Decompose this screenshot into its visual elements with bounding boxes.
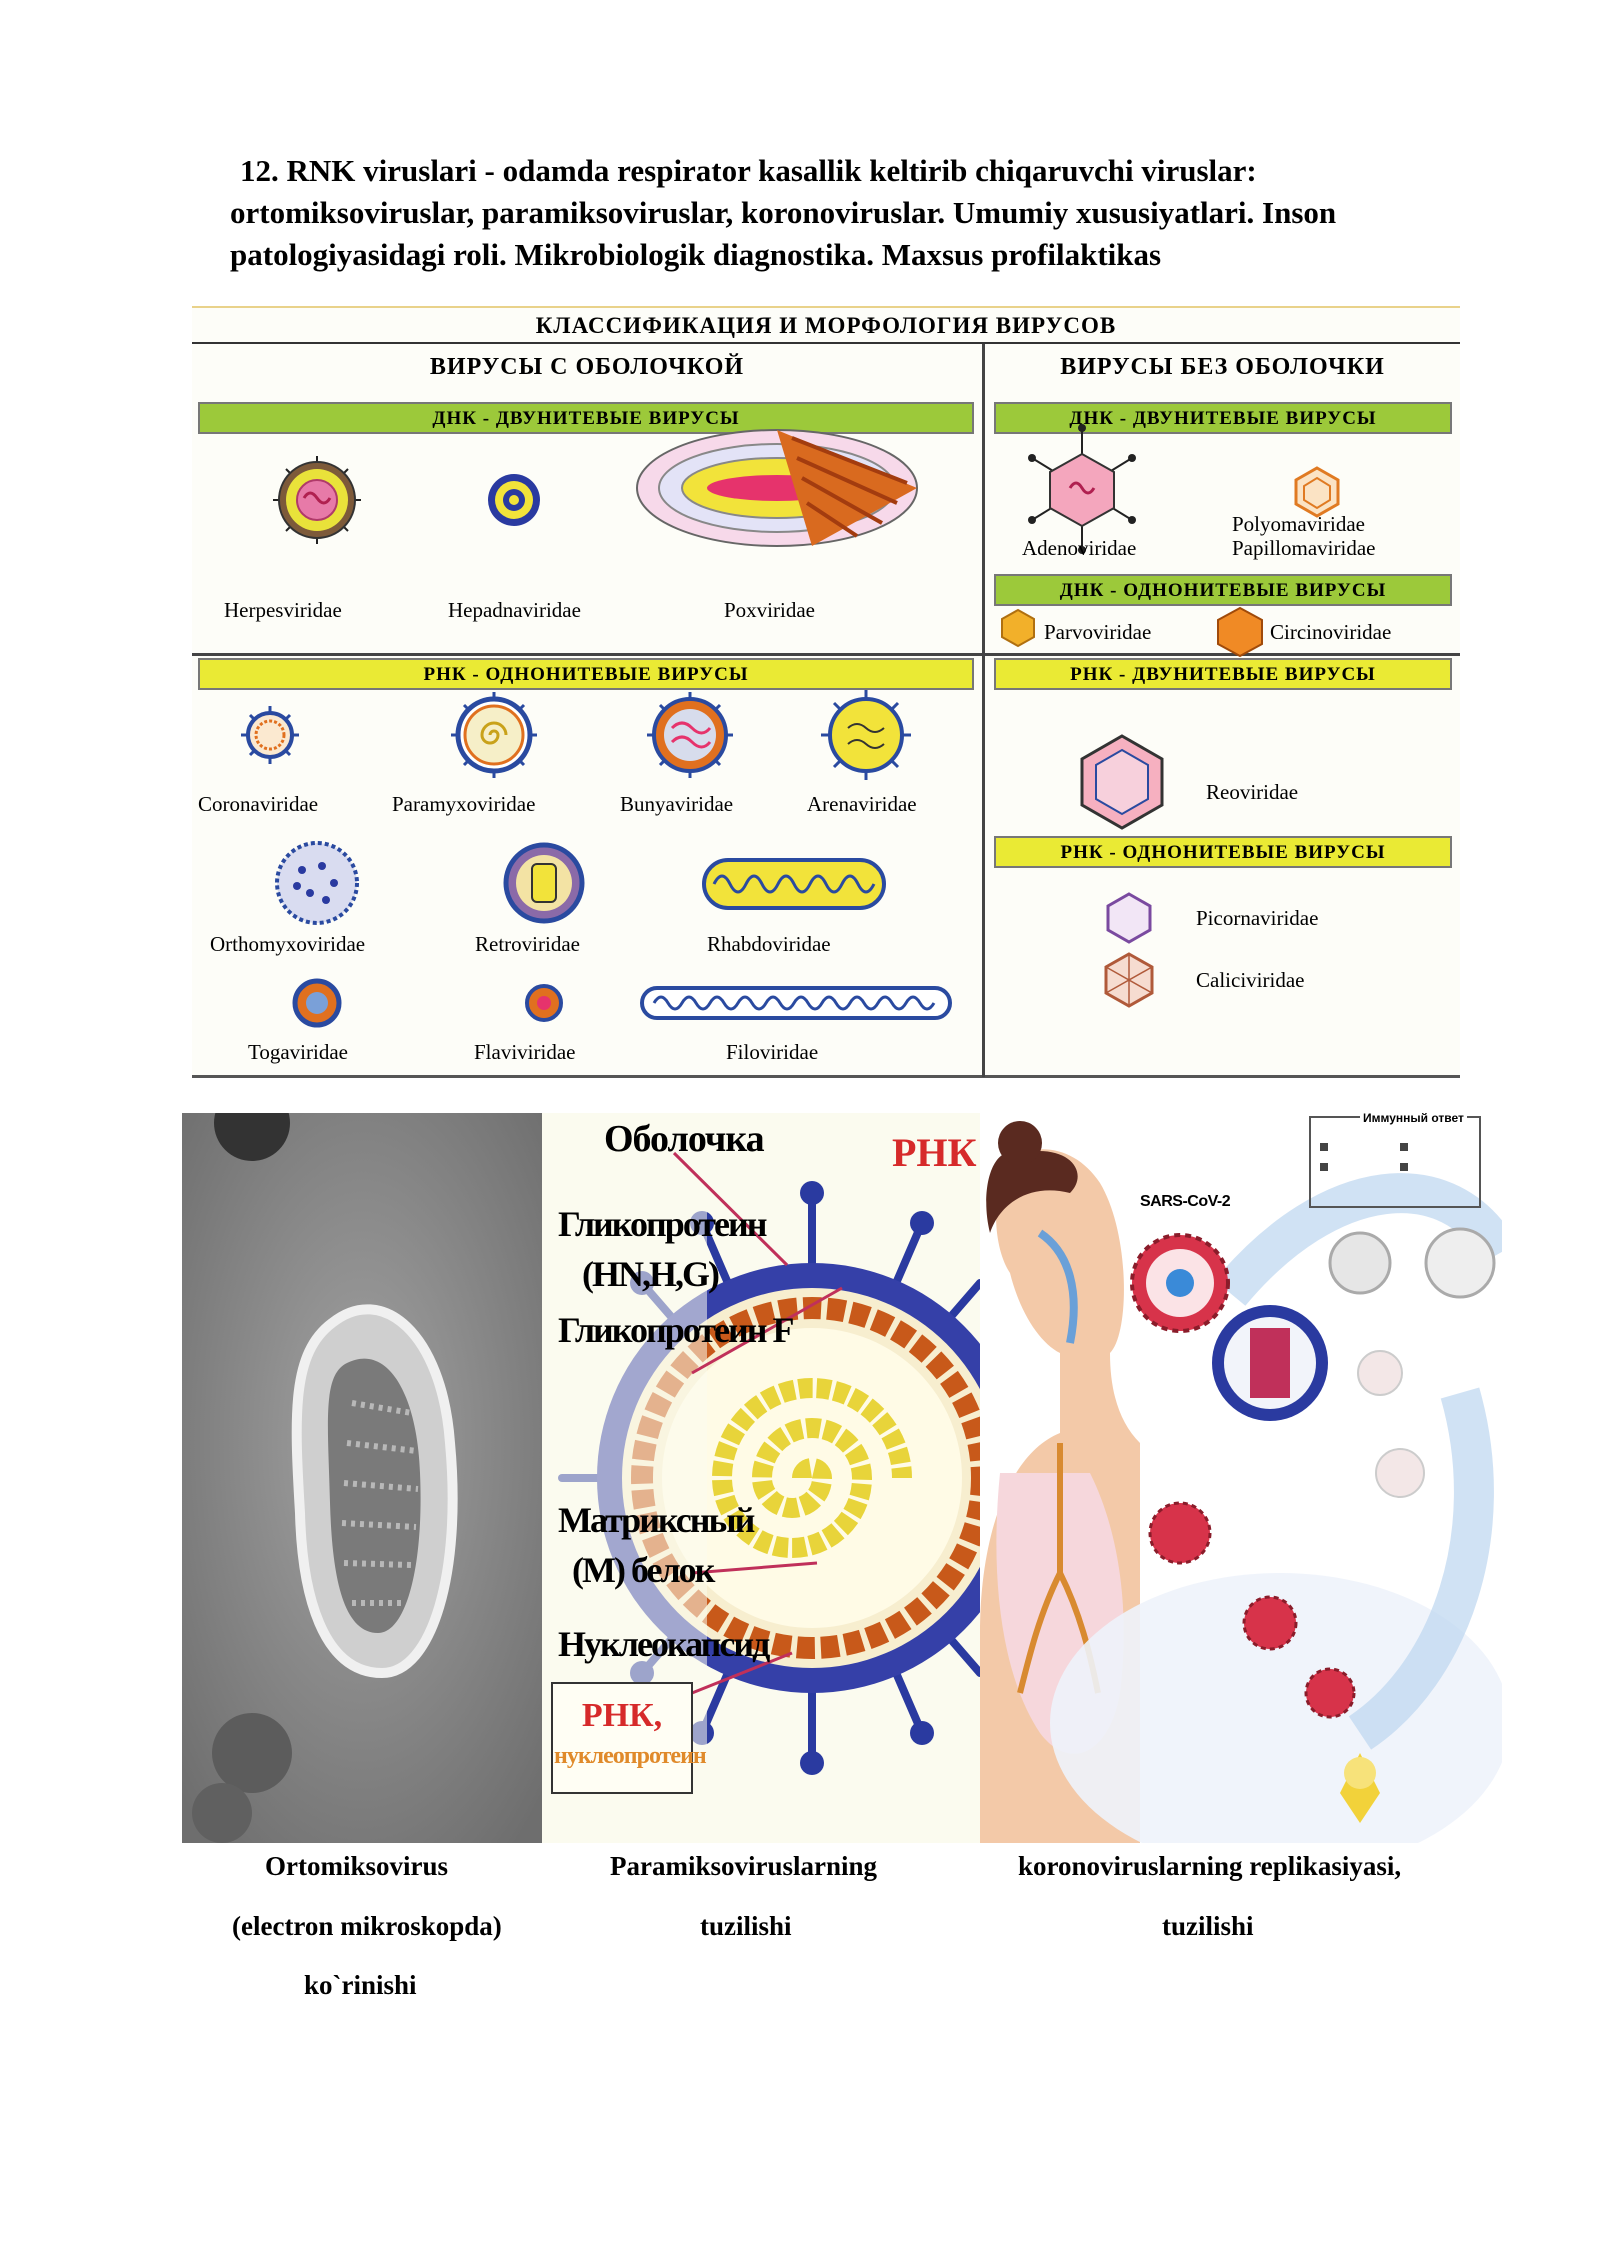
paramyxo-virus-icon xyxy=(451,692,537,778)
label-orthomyxoviridae: Orthomyxoviridae xyxy=(210,932,366,956)
nonenveloped-header: ВИРУСЫ БЕЗ ОБОЛОЧКИ xyxy=(1060,354,1385,380)
caption-1-line-1: Ortomiksovirus xyxy=(265,1851,449,1881)
virus-illustrations xyxy=(241,424,1340,1028)
toga-virus-icon xyxy=(292,978,342,1028)
caption-3-line-1: koronoviruslarning replikasiyasi, xyxy=(1018,1851,1402,1881)
heading-line-2: ortomiksoviruslar, paramiksoviruslar, ko… xyxy=(230,195,1337,230)
label-hepadnaviridae: Hepadnaviridae xyxy=(448,598,581,622)
label-box-nucleoprotein: нуклеопротеин xyxy=(554,1743,707,1769)
label-hn-codes: (HN,H,G) xyxy=(582,1254,720,1294)
label-coronaviridae: Coronaviridae xyxy=(198,792,319,816)
paramyxo-structure-figure: Оболочка РНК Гликопротеин (HN,H,G) Глико… xyxy=(542,1113,980,1843)
corona-replication-figure: SARS-CoV-2 Иммунный ответ xyxy=(980,1113,1502,1843)
pox-virus-icon xyxy=(636,429,918,547)
column-divider xyxy=(982,344,985,1077)
label-herpesviridae: Herpesviridae xyxy=(224,598,342,622)
label-caliciviridae: Caliciviridae xyxy=(1196,968,1305,992)
label-polyomaviridae: Polyomaviridae xyxy=(1232,512,1365,536)
picorna-virus-icon xyxy=(1106,892,1152,944)
reo-virus-icon xyxy=(1080,734,1164,830)
orthomyxo-micrograph xyxy=(182,1113,542,1843)
filo-virus-icon xyxy=(640,986,952,1020)
hepadna-virus-icon xyxy=(488,474,540,526)
heading-line-1: 12. RNK viruslari - odamda respirator ka… xyxy=(240,153,1257,188)
circino-virus-icon xyxy=(1217,606,1263,658)
label-adenoviridae: Adenoviridae xyxy=(1022,536,1137,560)
label-circinoviridae: Circinoviridae xyxy=(1270,620,1392,644)
label-parvoviridae: Parvoviridae xyxy=(1044,620,1152,644)
band-dna-ss-right: ДНК - ОДНОНИТЕВЫЕ ВИРУСЫ xyxy=(994,574,1452,606)
label-box-rna: РНК, xyxy=(581,1697,663,1734)
corona-diagram xyxy=(980,1116,1502,1843)
label-togaviridae: Togaviridae xyxy=(248,1040,348,1064)
orthomyxo-virus-icon xyxy=(275,841,359,925)
band-dna-ds-left: ДНК - ДВУНИТЕВЫЕ ВИРУСЫ xyxy=(198,402,974,434)
flavi-virus-icon xyxy=(525,984,563,1022)
virus-classification-figure: КЛАССИФИКАЦИЯ И МОРФОЛОГИЯ ВИРУСОВ ВИРУС… xyxy=(192,306,1460,1078)
micrograph-image xyxy=(182,1113,542,1843)
band-rna-ss-left: РНК - ОДНОНИТЕВЫЕ ВИРУСЫ xyxy=(198,658,974,690)
herpes-virus-icon xyxy=(273,456,361,544)
label-paramyxoviridae: Paramyxoviridae xyxy=(392,792,536,816)
label-rna-top: РНК xyxy=(892,1130,977,1175)
rhabdo-virus-icon xyxy=(702,858,886,910)
heading-line-3: patologiyasidagi roli. Mikrobiologik dia… xyxy=(230,237,1162,272)
label-filoviridae: Filoviridae xyxy=(726,1040,819,1064)
band-dna-ds-right: ДНК - ДВУНИТЕВЫЕ ВИРУСЫ xyxy=(994,402,1452,434)
label-immune-response: Иммунный ответ xyxy=(1360,1113,1467,1125)
label-glycoprotein-f: Гликопротеин F xyxy=(558,1310,794,1350)
band-rna-ss-right: РНК - ОДНОНИТЕВЫЕ ВИРУСЫ xyxy=(994,836,1452,868)
bunya-virus-icon xyxy=(647,692,733,778)
label-nucleocapsid: Нуклеокапсид xyxy=(558,1624,770,1664)
label-rhabdoviridae: Rhabdoviridae xyxy=(707,932,831,956)
label-bunyaviridae: Bunyaviridae xyxy=(620,792,734,816)
label-picornaviridae: Picornaviridae xyxy=(1196,906,1319,930)
classification-title: КЛАССИФИКАЦИЯ И МОРФОЛОГИЯ ВИРУСОВ xyxy=(192,310,1460,344)
label-matrix-1: Матриксный xyxy=(558,1500,755,1540)
row-divider xyxy=(192,653,1460,656)
label-sars-cov-2: SARS-CoV-2 xyxy=(1140,1193,1231,1210)
adeno-virus-icon xyxy=(1028,424,1136,554)
label-envelope: Оболочка xyxy=(604,1118,765,1160)
label-reoviridae: Reoviridae xyxy=(1206,780,1299,804)
label-retroviridae: Retroviridae xyxy=(475,932,580,956)
caption-1-line-2: (electron mikroskopda) xyxy=(232,1911,502,1941)
band-rna-ds-right: РНК - ДВУНИТЕВЫЕ ВИРУСЫ xyxy=(994,658,1452,690)
label-arenaviridae: Arenaviridae xyxy=(807,792,917,816)
label-glycoprotein-hn: Гликопротеин xyxy=(558,1204,767,1244)
paramyxo-diagram xyxy=(542,1113,980,1843)
calici-virus-icon xyxy=(1104,952,1154,1008)
arena-virus-icon xyxy=(821,690,911,780)
retro-virus-icon xyxy=(503,842,585,924)
polyoma-virus-icon xyxy=(1294,466,1340,518)
caption-1-line-3: ko`rinishi xyxy=(304,1970,417,2000)
label-poxviridae: Poxviridae xyxy=(724,598,815,622)
parvo-virus-icon xyxy=(1001,608,1035,648)
label-flaviviridae: Flaviviridae xyxy=(474,1040,576,1064)
label-matrix-2: (M) белок xyxy=(572,1550,715,1590)
caption-3-line-2: tuzilishi xyxy=(1162,1911,1254,1941)
corona-virus-icon xyxy=(241,706,299,764)
page-heading: 12. RNK viruslari - odamda respirator ka… xyxy=(230,150,1520,276)
caption-2-line-2: tuzilishi xyxy=(700,1911,792,1941)
caption-2-line-1: Paramiksoviruslarning xyxy=(610,1851,878,1881)
enveloped-header: ВИРУСЫ С ОБОЛОЧКОЙ xyxy=(429,354,745,380)
label-papillomaviridae: Papillomaviridae xyxy=(1232,536,1376,560)
